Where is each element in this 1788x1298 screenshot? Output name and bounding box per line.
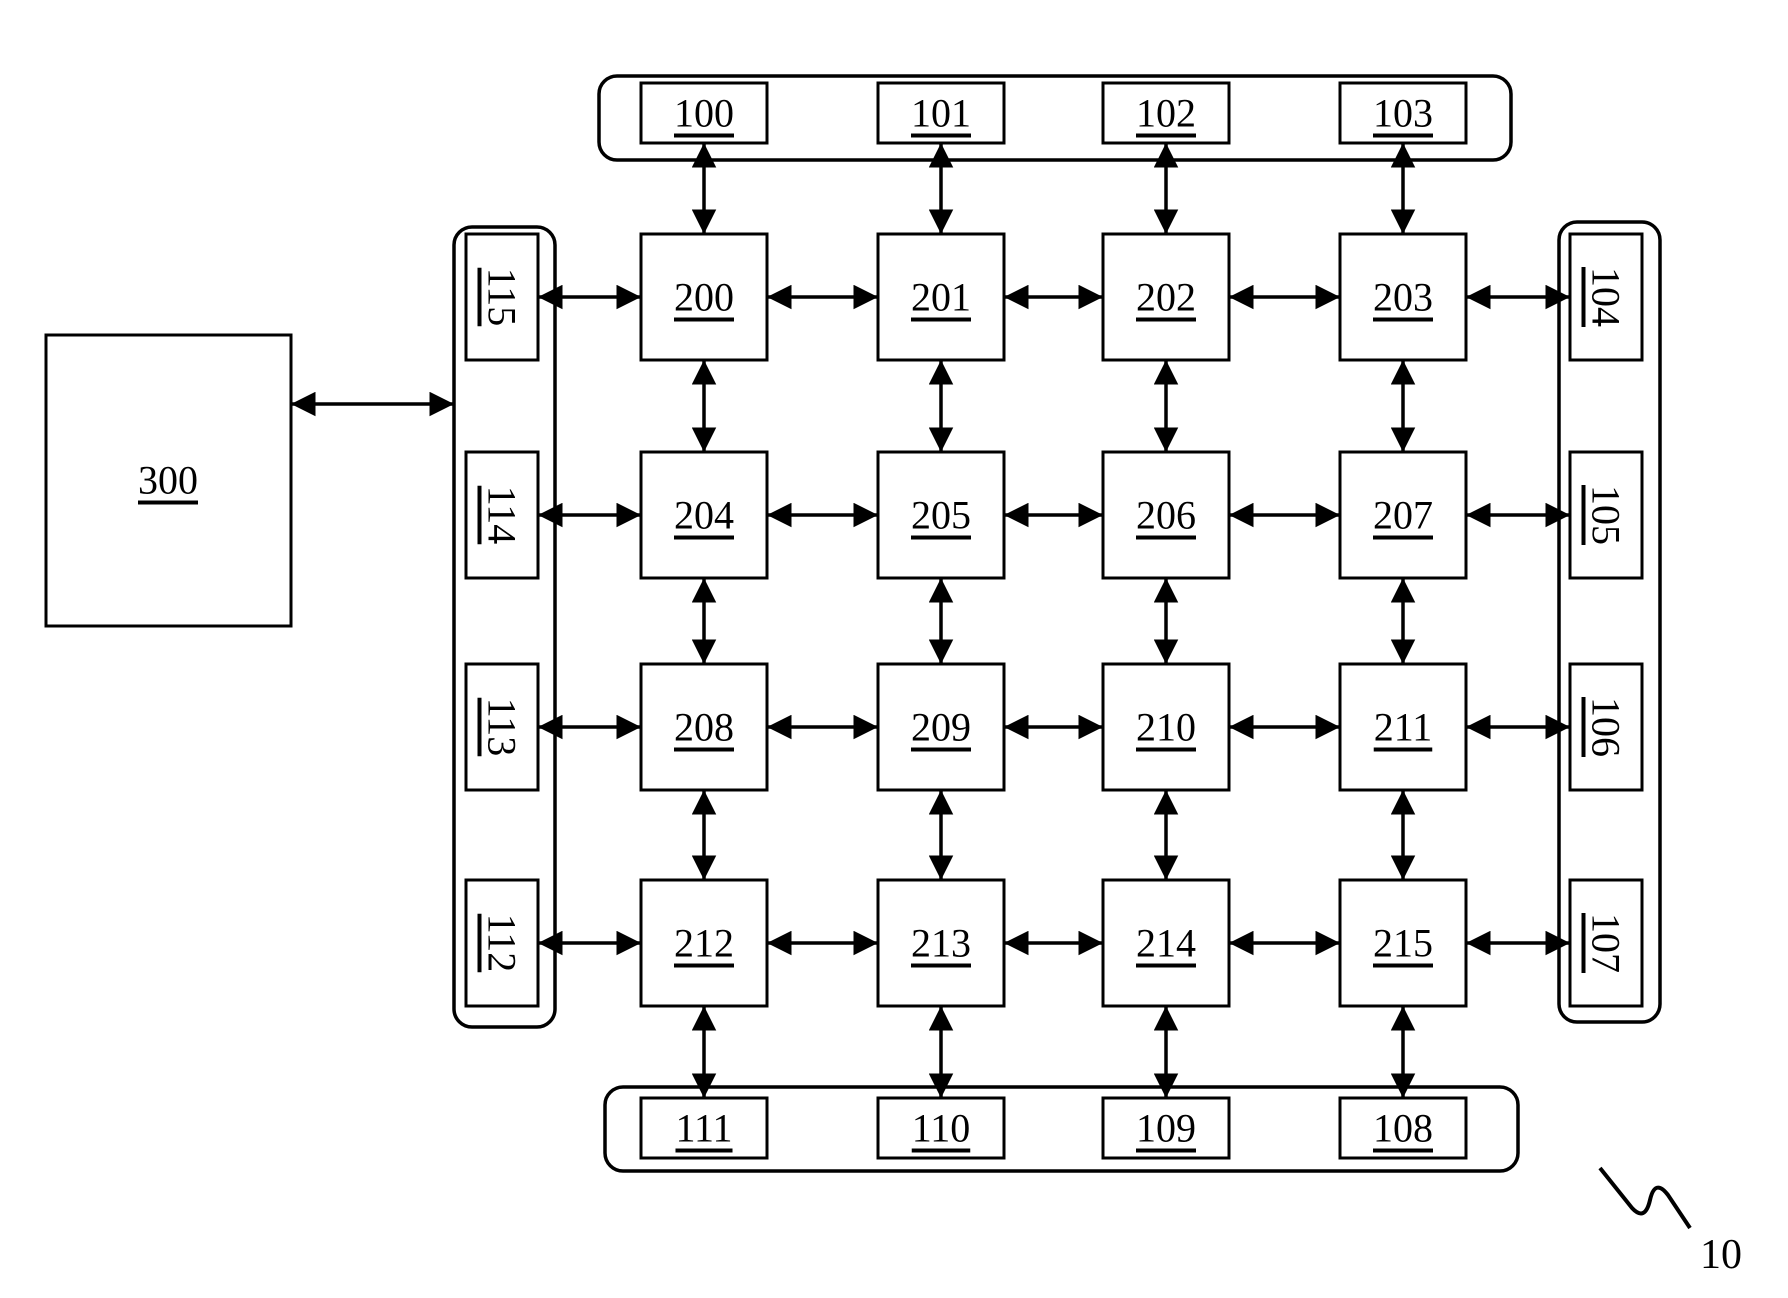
io-label-100: 100 xyxy=(674,91,734,136)
node-label-200: 200 xyxy=(674,275,734,320)
io-label-104: 104 xyxy=(1584,267,1629,327)
node-box-200 xyxy=(639,232,769,362)
io-label-110: 110 xyxy=(912,1106,971,1151)
io-box-113 xyxy=(464,662,540,792)
io-box-106 xyxy=(1568,662,1644,792)
node-label-202: 202 xyxy=(1136,275,1196,320)
controller-box-300 xyxy=(44,333,293,628)
left-io-group xyxy=(452,225,557,1029)
node-box-213 xyxy=(876,878,1006,1008)
node-box-215 xyxy=(1338,878,1468,1008)
node-label-201: 201 xyxy=(911,275,971,320)
node-box-210 xyxy=(1101,662,1231,792)
node-label-205: 205 xyxy=(911,493,971,538)
io-box-101 xyxy=(876,81,1006,145)
io-label-115: 115 xyxy=(480,268,525,327)
node-label-206: 206 xyxy=(1136,493,1196,538)
io-box-108 xyxy=(1338,1096,1468,1160)
io-box-111 xyxy=(639,1096,769,1160)
node-box-203 xyxy=(1338,232,1468,362)
node-box-212 xyxy=(639,878,769,1008)
node-label-213: 213 xyxy=(911,921,971,966)
io-label-109: 109 xyxy=(1136,1106,1196,1151)
io-label-112: 112 xyxy=(480,914,525,973)
controller-label: 300 xyxy=(138,458,198,503)
io-box-105 xyxy=(1568,450,1644,580)
io-label-105: 105 xyxy=(1584,485,1629,545)
io-label-113: 113 xyxy=(480,698,525,757)
io-box-100 xyxy=(639,81,769,145)
node-label-210: 210 xyxy=(1136,705,1196,750)
io-box-115 xyxy=(464,232,540,362)
node-label-214: 214 xyxy=(1136,921,1196,966)
io-box-102 xyxy=(1101,81,1231,145)
top-io-group xyxy=(597,74,1513,162)
node-label-212: 212 xyxy=(674,921,734,966)
reference-numeral: 10 xyxy=(1700,1232,1742,1278)
io-box-114 xyxy=(464,450,540,580)
node-box-214 xyxy=(1101,878,1231,1008)
node-box-202 xyxy=(1101,232,1231,362)
node-box-206 xyxy=(1101,450,1231,580)
node-box-207 xyxy=(1338,450,1468,580)
node-box-205 xyxy=(876,450,1006,580)
io-label-101: 101 xyxy=(911,91,971,136)
node-label-211: 211 xyxy=(1374,705,1433,750)
node-label-204: 204 xyxy=(674,493,734,538)
io-label-107: 107 xyxy=(1584,913,1629,973)
node-box-211 xyxy=(1338,662,1468,792)
node-label-207: 207 xyxy=(1373,493,1433,538)
io-box-104 xyxy=(1568,232,1644,362)
node-box-201 xyxy=(876,232,1006,362)
node-box-204 xyxy=(639,450,769,580)
node-label-215: 215 xyxy=(1373,921,1433,966)
node-label-209: 209 xyxy=(911,705,971,750)
reference-lead-line xyxy=(1598,1166,1692,1230)
io-label-102: 102 xyxy=(1136,91,1196,136)
io-box-112 xyxy=(464,878,540,1008)
node-box-209 xyxy=(876,662,1006,792)
io-box-103 xyxy=(1338,81,1468,145)
io-box-109 xyxy=(1101,1096,1231,1160)
io-label-114: 114 xyxy=(480,486,525,545)
bottom-io-group xyxy=(603,1085,1520,1173)
io-label-108: 108 xyxy=(1373,1106,1433,1151)
io-label-106: 106 xyxy=(1584,697,1629,757)
right-io-group xyxy=(1557,220,1662,1024)
node-box-208 xyxy=(639,662,769,792)
io-box-110 xyxy=(876,1096,1006,1160)
io-label-103: 103 xyxy=(1373,91,1433,136)
io-box-107 xyxy=(1568,878,1644,1008)
io-label-111: 111 xyxy=(675,1106,732,1151)
node-label-208: 208 xyxy=(674,705,734,750)
node-label-203: 203 xyxy=(1373,275,1433,320)
